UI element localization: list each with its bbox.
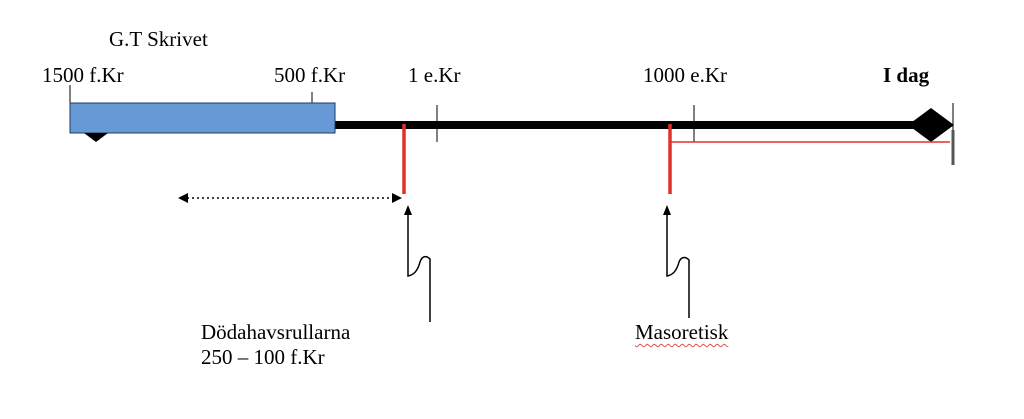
dead-sea-scrolls-label: Dödahavsrullarna xyxy=(201,320,351,344)
ot-written-label: G.T Skrivet xyxy=(109,27,208,51)
year-label-1-ad: 1 e.Kr xyxy=(408,63,461,87)
dead-sea-scrolls-pointer xyxy=(407,214,431,322)
masoretic-pointer-head xyxy=(663,205,671,215)
dead-sea-scrolls-date-label: 250 – 100 f.Kr xyxy=(201,345,325,369)
ot-written-bar xyxy=(69,102,336,134)
span-arrowhead-left xyxy=(178,193,188,203)
year-label-500-bc: 500 f.Kr xyxy=(274,63,346,87)
year-label-1500-bc: 1500 f.Kr xyxy=(42,63,124,87)
timeline-arrowhead xyxy=(908,108,954,142)
span-arrowhead-right xyxy=(392,193,402,203)
ot-written-bar-pointer xyxy=(84,133,108,142)
today-label: I dag xyxy=(883,63,930,87)
masoretic-label: Masoretisk xyxy=(635,320,729,344)
year-label-1000-ad: 1000 e.Kr xyxy=(643,63,727,87)
dead-sea-scrolls-pointer-head xyxy=(404,205,412,215)
masoretic-pointer xyxy=(666,214,690,318)
